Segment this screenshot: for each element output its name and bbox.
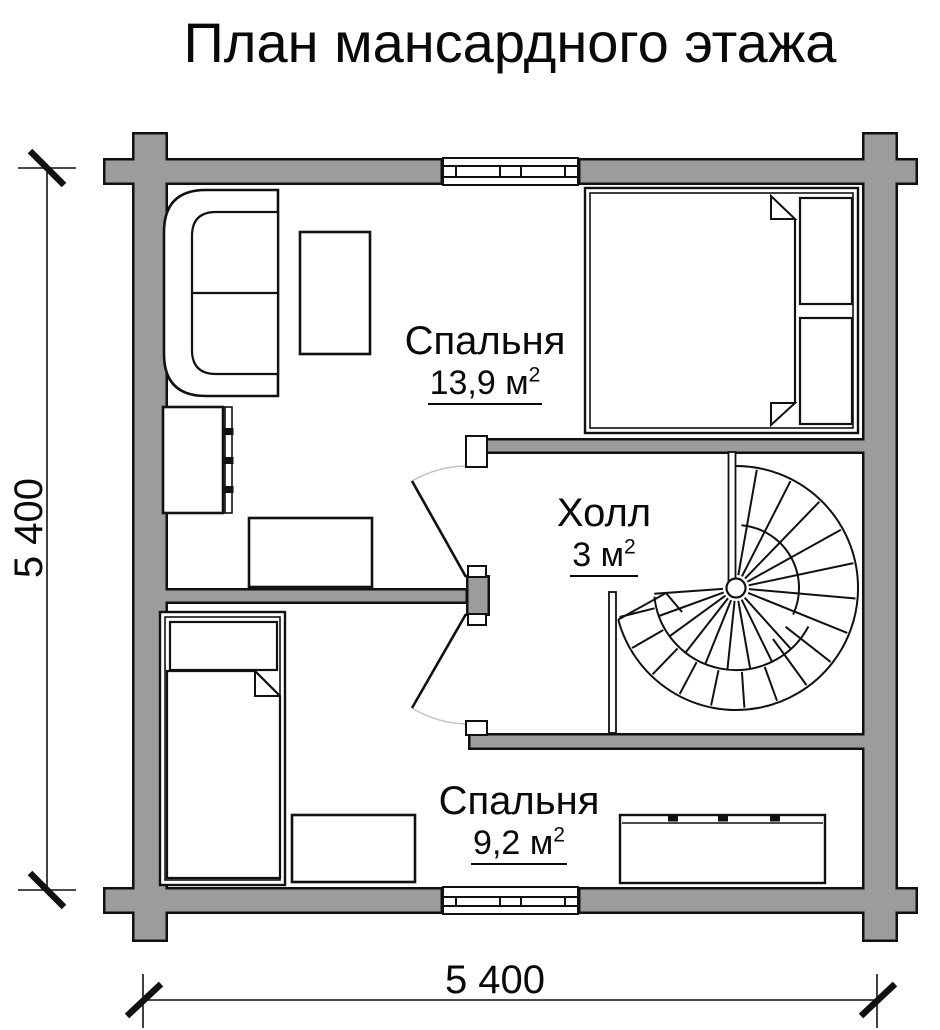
desk	[247, 516, 374, 589]
dimension-label-left: 5 400	[7, 477, 51, 579]
dimension-line-left	[18, 148, 76, 910]
room-name: Спальня	[438, 779, 600, 823]
single-bed	[158, 610, 287, 887]
dresser	[618, 813, 827, 885]
door-double-swing	[410, 465, 468, 725]
room-name: Холл	[556, 491, 652, 535]
pillow	[168, 620, 279, 672]
sofa	[162, 188, 280, 398]
double-bed	[583, 186, 860, 435]
page-title: План мансардного этажа	[183, 11, 837, 74]
pillow	[798, 316, 854, 426]
window-bottom	[442, 886, 579, 915]
dimension-line-bottom	[124, 974, 898, 1028]
window-top	[442, 157, 579, 186]
door-jambs	[465, 435, 488, 736]
dimension-label-bottom: 5 400	[444, 958, 546, 1002]
room-name: Спальня	[404, 319, 566, 363]
spiral-staircase	[608, 451, 860, 734]
pillow	[798, 196, 854, 306]
wardrobe	[161, 405, 234, 515]
bedside-table	[290, 813, 417, 884]
coffee-table	[298, 230, 372, 356]
stair-center-post	[725, 577, 747, 599]
